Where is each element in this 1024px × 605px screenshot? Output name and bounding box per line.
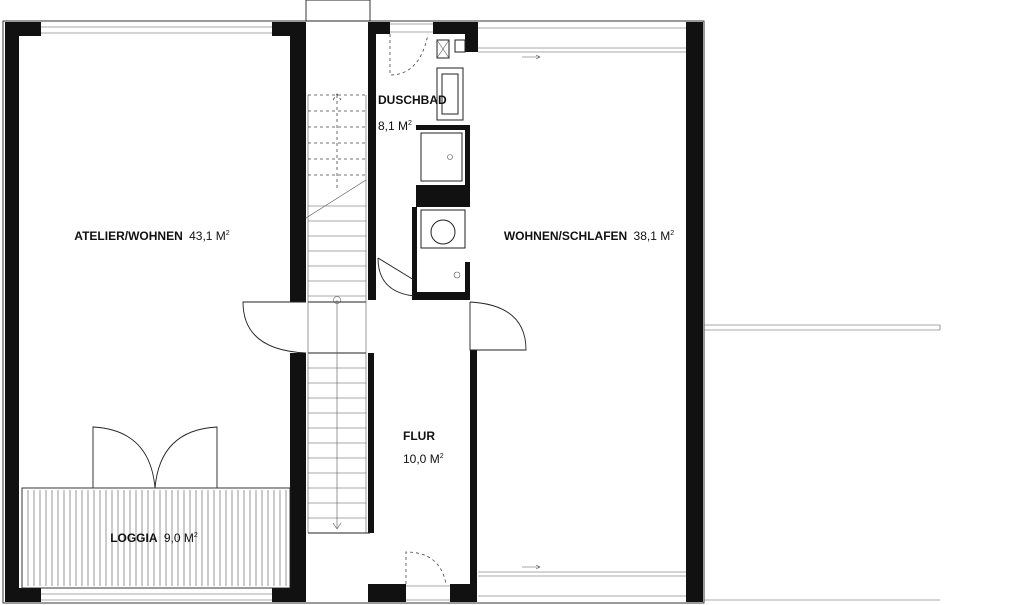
label-duschbad-name: DUSCHBAD [378, 93, 447, 107]
flur-unit-sup: 2 [440, 453, 444, 460]
label-atelier: ATELIER/WOHNEN 43,1 M2 [74, 229, 229, 243]
staircase [305, 93, 370, 534]
walls [5, 22, 703, 602]
atelier-name: ATELIER/WOHNEN [74, 229, 182, 243]
duschbad-unit-sup: 2 [408, 120, 412, 127]
doors [92, 33, 527, 585]
balcony-rail [704, 324, 941, 601]
atelier-unit-sup: 2 [226, 230, 230, 237]
windows [41, 23, 686, 601]
flur-name: FLUR [403, 429, 435, 443]
duschbad-area: 8,1 M [378, 119, 408, 133]
label-flur-name: FLUR [403, 429, 435, 443]
label-duschbad-area: 8,1 M2 [378, 119, 412, 133]
loggia-area: 9,0 M [164, 531, 194, 545]
label-flur-area: 10,0 M2 [403, 452, 444, 466]
wohnen-schlafen-area: 38,1 M [634, 229, 671, 243]
loggia-name: LOGGIA [110, 531, 158, 545]
duschbad-name: DUSCHBAD [378, 93, 447, 107]
label-wohnen-schlafen: WOHNEN/SCHLAFEN 38,1 M2 [504, 229, 674, 243]
loggia-floor-hatch [21, 487, 291, 589]
wohnen-schlafen-unit-sup: 2 [670, 230, 674, 237]
room-labels: ATELIER/WOHNEN 43,1 M2 DUSCHBAD 8,1 M2 W… [74, 93, 674, 545]
wohnen-schlafen-name: WOHNEN/SCHLAFEN [504, 229, 627, 243]
floor-drain-icon [453, 271, 461, 279]
label-loggia: LOGGIA 9,0 M2 [110, 531, 198, 545]
flur-area: 10,0 M [403, 452, 440, 466]
sink-icon [420, 132, 463, 182]
outer-outline [2, 0, 705, 604]
drain-icon [454, 39, 466, 53]
bath-fixtures [420, 39, 466, 279]
loggia-unit-sup: 2 [194, 532, 198, 539]
atelier-area: 43,1 M [189, 229, 226, 243]
